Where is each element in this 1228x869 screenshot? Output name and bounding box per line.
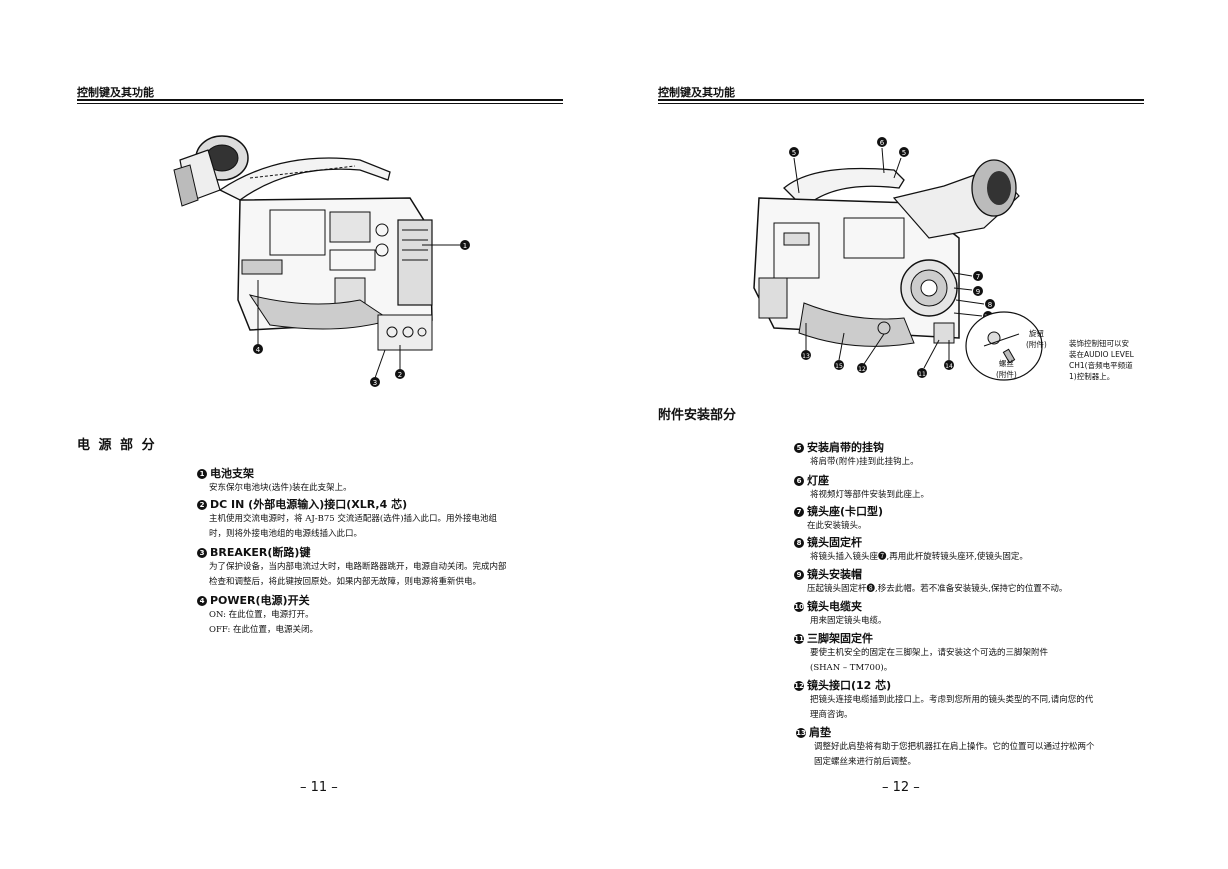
item-title: 镜头固定杆 xyxy=(807,536,862,549)
item-line: 安东保尔电池块(选件)装在此支架上。 xyxy=(209,483,352,493)
item-number-badge: 5 xyxy=(794,443,804,453)
knob-label: 旋钮 (附件) xyxy=(1026,329,1047,349)
item-line: 将肩带(附件)挂到此挂钩上。 xyxy=(810,457,919,467)
item-title: DC IN (外部电源输入)接口(XLR,4 芯) xyxy=(210,498,408,511)
item-line: 为了保护设备，当内部电流过大时，电路断路器跳开，电源自动关闭。完成内部 xyxy=(209,562,507,572)
item-line: 时，则将外接电池组的电源线插入此口。 xyxy=(209,529,363,539)
fig-right-label-5b: 5 xyxy=(902,149,906,157)
knob-callout-illustration xyxy=(964,310,1044,382)
item-title: 镜头安装帽 xyxy=(807,568,862,581)
item-line: 在此安装镜头。 xyxy=(807,521,867,531)
right-section-title: 附件安装部分 xyxy=(658,408,737,423)
item-number-badge: 4 xyxy=(197,596,207,606)
fig-right-label-6: 6 xyxy=(880,139,885,147)
item-line: 固定螺丝来进行前后调整。 xyxy=(814,757,917,767)
camera-side-illustration: 5 6 5 7 9 8 10 13 15 12 11 14 xyxy=(744,128,1044,388)
item-number-badge: 9 xyxy=(794,570,804,580)
item-line: 压起镜头固定杆❽,移去此帽。若不准备安装镜头,保持它的位置不动。 xyxy=(807,584,1068,594)
right-header-title: 控制键及其功能 xyxy=(658,86,735,99)
item-number-badge: 12 xyxy=(794,681,804,691)
item-line: 将镜头插入镜头座❼,再用此杆旋转镜头座环,使镜头固定。 xyxy=(810,552,1028,562)
item-line: 调整好此肩垫将有助于您把机器扛在肩上操作。它的位置可以通过拧松两个 xyxy=(814,742,1095,752)
item-line: 将视频灯等部件安装到此座上。 xyxy=(810,490,930,500)
fig-right-label-9: 9 xyxy=(976,288,980,296)
fig-right-label-13: 13 xyxy=(802,353,810,360)
item-number-badge: 1 xyxy=(197,469,207,479)
item-title: 灯座 xyxy=(807,474,829,487)
item-title: 安装肩带的挂钩 xyxy=(807,441,884,454)
fig-right-label-12: 12 xyxy=(858,366,866,373)
item-number-badge: 6 xyxy=(794,476,804,486)
left-page-number: – 11 – xyxy=(300,780,338,795)
item-number-badge: 2 xyxy=(197,500,207,510)
camera-front-illustration: 1 2 3 4 xyxy=(160,120,490,400)
item-number-badge: 11 xyxy=(794,634,804,644)
item-number-badge: 7 xyxy=(794,507,804,517)
item-title: 三脚架固定件 xyxy=(807,632,873,645)
item-line: ON: 在此位置，电源打开。 xyxy=(209,610,314,620)
fig-left-label-4: 4 xyxy=(256,346,261,354)
right-page-number: – 12 – xyxy=(882,780,920,795)
right-header-rule-thick xyxy=(658,99,1144,101)
right-page: 控制键及其功能 xyxy=(614,0,1228,869)
fig-left-label-1: 1 xyxy=(463,242,467,250)
item-line: 主机使用交流电源时，将 AJ-B75 交流适配器(选件)插入此口。用外接电池组 xyxy=(209,514,498,524)
item-number-badge: 13 xyxy=(796,728,806,738)
fig-right-label-15: 15 xyxy=(835,363,843,370)
callout-note: 装饰控制钮可以安 装在AUDIO LEVEL CH1(音频电平频道 1)控制器上… xyxy=(1069,339,1134,381)
item-number-badge: 3 xyxy=(197,548,207,558)
left-section-title: 电 源 部 分 xyxy=(77,438,157,453)
item-line: 检查和调整后，将此键按回原处。如果内部无故障，则电源将重新供电。 xyxy=(209,577,482,587)
item-title: 镜头座(卡口型) xyxy=(807,505,884,518)
fig-left-label-3: 3 xyxy=(373,379,377,387)
item-title: POWER(电源)开关 xyxy=(210,594,310,607)
left-header-rule-thin xyxy=(77,103,563,104)
fig-right-label-7: 7 xyxy=(976,273,980,281)
item-line: 要使主机安全的固定在三脚架上，请安装这个可选的三脚架附件 xyxy=(810,648,1049,658)
fig-left-label-2: 2 xyxy=(398,371,402,379)
item-line: (SHAN – TM700)。 xyxy=(810,663,893,673)
item-line: 用来固定镜头电缆。 xyxy=(810,616,887,626)
item-number-badge: 10 xyxy=(794,602,804,612)
item-title: 镜头接口(12 芯) xyxy=(807,679,892,692)
left-header-rule-thick xyxy=(77,99,563,101)
item-title: 电池支架 xyxy=(210,467,254,480)
fig-right-label-14: 14 xyxy=(945,363,953,370)
item-line: OFF: 在此位置，电源关闭。 xyxy=(209,625,319,635)
left-header-title: 控制键及其功能 xyxy=(77,86,154,99)
fig-right-label-11: 11 xyxy=(918,371,926,378)
right-header-rule-thin xyxy=(658,103,1144,104)
fig-right-label-8: 8 xyxy=(988,301,992,309)
item-line: 理商咨询。 xyxy=(810,710,853,720)
item-line: 把镜头连接电缆插到此接口上。考虑到您所用的镜头类型的不同,请向您的代 xyxy=(810,695,1094,705)
fig-right-label-5a: 5 xyxy=(792,149,796,157)
item-title: BREAKER(断路)键 xyxy=(210,546,311,559)
item-title: 肩垫 xyxy=(809,726,831,739)
item-title: 镜头电缆夹 xyxy=(807,600,862,613)
item-number-badge: 8 xyxy=(794,538,804,548)
left-page: 控制键及其功能 xyxy=(77,86,577,795)
screw-label: 螺丝 (附件) xyxy=(996,359,1017,379)
